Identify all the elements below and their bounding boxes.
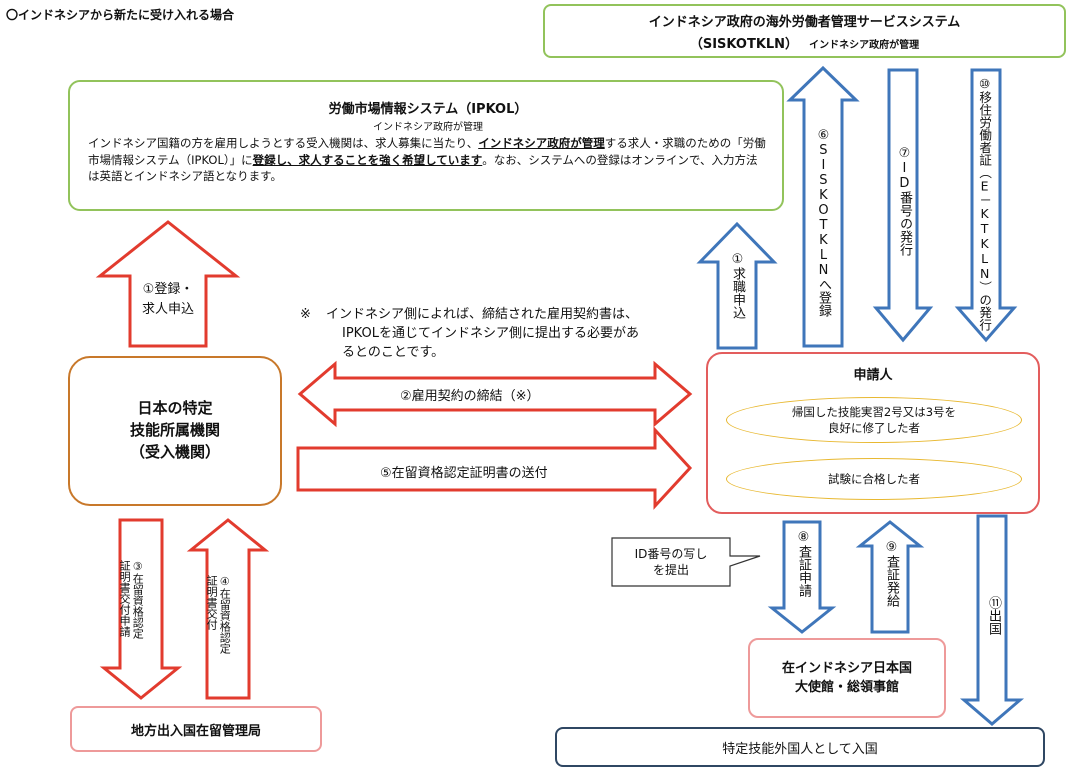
step5-label: ⑤在留資格認定証明書の送付 xyxy=(380,466,548,481)
arrow-step11-depart xyxy=(959,514,1025,726)
step3-label: ③在留資格認定 証明書交付申請 xyxy=(118,560,145,670)
arrow-step10-ektkln xyxy=(954,68,1018,343)
step10-label: ⑩移住労働者証（E－KTKLN）の発行 xyxy=(977,76,993,331)
note-line2: IPKOLを通じてインドネシア側に提出する必要があ xyxy=(342,325,639,341)
siskotkln-title: インドネシア政府の海外労働者管理サービスシステム xyxy=(648,14,961,30)
arrow-step2-contract xyxy=(297,360,693,428)
entry-label: 特定技能外国人として入国 xyxy=(722,741,878,757)
ipkol-managed: インドネシア政府が管理 xyxy=(373,122,483,133)
arrow-step8-visa-apply xyxy=(767,520,837,634)
applicant-box: 申請人 帰国した技能実習2号又は3号を 良好に修了した者 試験に合格した者 xyxy=(706,352,1040,514)
step4-label: ④在留資格認定 証明書交付 xyxy=(205,575,232,685)
step2-label: ②雇用契約の締結（※） xyxy=(400,389,540,404)
arrow-step3-apply xyxy=(99,518,183,700)
callout-shape xyxy=(611,537,761,587)
callout-text: ID番号の写し を提出 xyxy=(612,540,730,584)
step4-line2: 証明書交付 xyxy=(205,575,219,630)
siskotkln-managed: インドネシア政府が管理 xyxy=(809,39,920,51)
callout-line2: を提出 xyxy=(652,563,689,577)
ipkol-body-2: インドネシア政府が管理 xyxy=(478,136,605,150)
employer-box: 日本の特定 技能所属機関 （受入機関） xyxy=(68,356,282,506)
page-title: 〇インドネシアから新たに受け入れる場合 xyxy=(6,8,235,22)
arrow-step5-send xyxy=(296,426,693,510)
step6-label: ⑥SISKOTKLNへ登録 xyxy=(815,128,831,317)
applicant-option1-line2: 良好に修了した者 xyxy=(828,421,920,435)
ipkol-body-5: 。なお、システムへの登録はオンラインで、入力方法は英語とインドネシア語となります… xyxy=(88,152,758,184)
arrow-step9-visa-issue xyxy=(855,520,925,634)
step11-label: ⑪出国 xyxy=(985,596,1001,635)
immigration-bureau-label: 地方出入国在留管理局 xyxy=(130,723,261,739)
note-line1: インドネシア側によれば、締結された雇用契約書は、 xyxy=(326,307,639,322)
applicant-option2: 試験に合格した者 xyxy=(726,458,1022,500)
immigration-bureau-box: 地方出入国在留管理局 xyxy=(70,706,322,752)
ipkol-body-4: 登録し、求人することを強く希望しています xyxy=(252,152,483,167)
applicant-title: 申請人 xyxy=(853,368,893,383)
siskotkln-box: インドネシア政府の海外労働者管理サービスシステム （SISKOTKLN） インド… xyxy=(543,4,1066,58)
employer-line3: （受入機関） xyxy=(129,442,220,461)
step8-label: ⑧査証申請 xyxy=(795,530,811,597)
ipkol-body-3: する求人・求職のための「労働市場情報システム（IPKOL）」に xyxy=(88,136,766,167)
step1-register-label: ①登録・ 求人申込 xyxy=(128,280,208,319)
embassy-line1: 在インドネシア日本国 xyxy=(781,660,912,676)
step3-line2: 証明書交付申請 xyxy=(118,560,132,637)
siskotkln-abbr: （SISKOTKLN） xyxy=(689,36,799,52)
applicant-option1-line1: 帰国した技能実習2号又は3号を xyxy=(791,404,957,419)
entry-box: 特定技能外国人として入国 xyxy=(555,727,1045,767)
ipkol-box: 労働市場情報システム（IPKOL） インドネシア政府が管理 インドネシア国籍の方… xyxy=(68,80,784,211)
note: ※ インドネシア側によれば、締結された雇用契約書は、 IPKOLを通じてインドネ… xyxy=(300,306,700,363)
embassy-box: 在インドネシア日本国 大使館・総領事館 xyxy=(748,638,946,718)
arrow-step7-id xyxy=(872,68,934,343)
step9-label: ⑨査証発給 xyxy=(883,540,899,607)
applicant-option2-text: 試験に合格した者 xyxy=(828,472,920,486)
step3-line1: ③在留資格認定 xyxy=(131,560,145,639)
ipkol-body: インドネシア国籍の方を雇用しようとする受入機関は、求人募集に当たり、インドネシア… xyxy=(88,135,768,185)
step1-register-line2: 求人申込 xyxy=(141,301,194,317)
step7-label: ⑦ID番号の発行 xyxy=(896,146,912,256)
step4-line1: ④在留資格認定 xyxy=(218,575,232,654)
applicant-option1: 帰国した技能実習2号又は3号を 良好に修了した者 xyxy=(726,397,1022,443)
step1-register-line1: ①登録・ xyxy=(142,282,194,297)
note-line3: るとのことです。 xyxy=(342,344,445,360)
arrow-step6-siskotkln xyxy=(786,65,860,348)
arrow-step1-job xyxy=(696,221,778,350)
embassy-line2: 大使館・総領事館 xyxy=(794,680,899,695)
employer-line2: 技能所属機関 xyxy=(129,421,220,440)
ipkol-title: 労働市場情報システム（IPKOL） xyxy=(328,102,528,117)
step1-job-label: ①求職申込 xyxy=(729,252,745,319)
employer-line1: 日本の特定 xyxy=(137,399,213,418)
ipkol-body-1: インドネシア国籍の方を雇用しようとする受入機関は、求人募集に当たり、 xyxy=(88,136,479,150)
callout-line1: ID番号の写し xyxy=(634,546,708,561)
note-mark: ※ xyxy=(300,307,311,322)
arrow-step1-register xyxy=(95,220,241,348)
arrow-step4-issue xyxy=(186,518,270,700)
